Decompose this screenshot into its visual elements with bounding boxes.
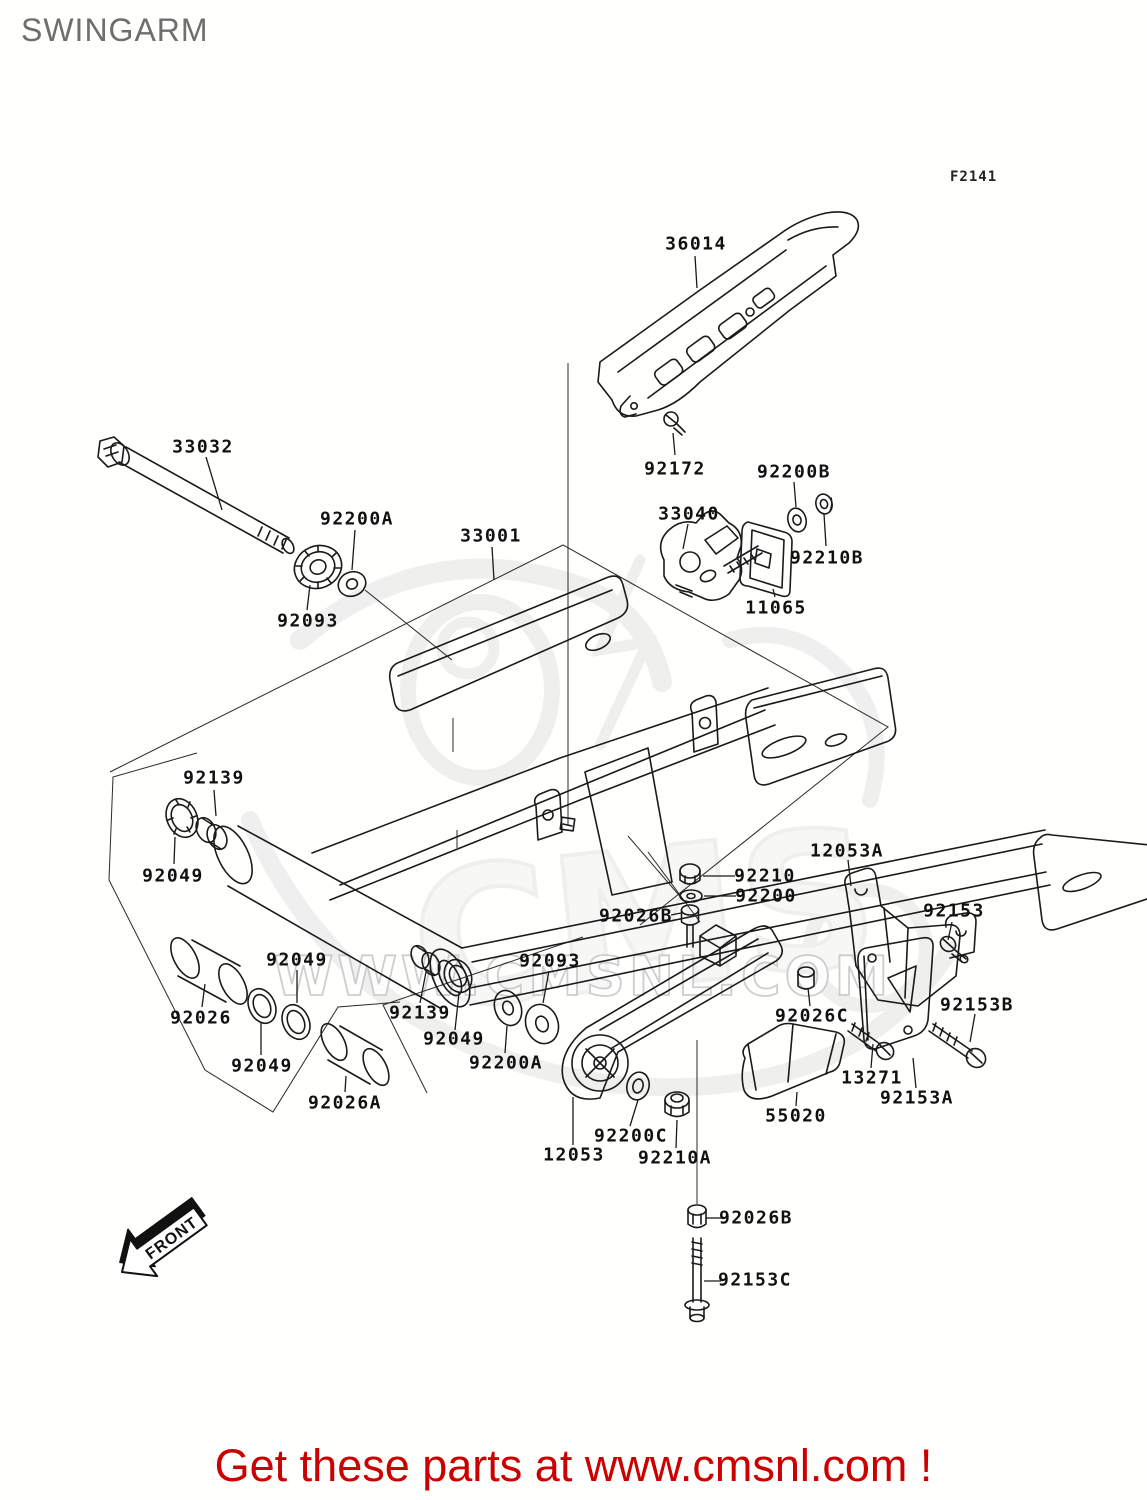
chain-guard-36014 [597, 211, 860, 418]
watermark-url-text: WWW.CMSNL.COM [274, 945, 892, 1008]
part-label[interactable]: 92026A [307, 1092, 383, 1114]
seal-92049-3 [281, 1003, 311, 1041]
part-label[interactable]: 33040 [658, 503, 720, 525]
washer-92200B [786, 507, 808, 533]
footer-promo-link[interactable]: Get these parts at www.cmsnl.com ! [214, 1440, 933, 1491]
part-label[interactable]: 33001 [460, 525, 522, 547]
part-label[interactable]: 13271 [841, 1067, 903, 1089]
chain-slider-12053 [561, 924, 784, 1100]
part-label[interactable]: 92049 [231, 1055, 293, 1077]
part-label[interactable]: 92210B [789, 547, 865, 569]
leader-lines [173, 255, 976, 1282]
spacer-92026C [797, 966, 815, 990]
part-label[interactable]: 11065 [745, 597, 807, 619]
nut-92210A [664, 1091, 690, 1118]
swingarm-33001 [213, 575, 1147, 1009]
chain-case-55020 [741, 1022, 846, 1100]
sleeve-92026 [170, 937, 248, 1005]
part-label[interactable]: 92210 [734, 865, 796, 887]
bracket-12053A [844, 867, 977, 1007]
part-label[interactable]: 92153 [923, 900, 985, 922]
bolt-92153A [847, 1022, 895, 1061]
seal-92049-2 [247, 987, 277, 1025]
washer-92200 [679, 889, 703, 903]
part-label[interactable]: 33032 [172, 436, 234, 458]
part-label[interactable]: 92210A [637, 1147, 713, 1169]
bushing-92139-1 [195, 816, 228, 851]
part-label[interactable]: 92049 [266, 949, 328, 971]
screw-92172 [663, 411, 686, 436]
washer-92200A-upper [337, 570, 367, 598]
seal-92093-upper [293, 544, 343, 590]
part-label[interactable]: 92200C [593, 1125, 669, 1147]
part-label[interactable]: 92026 [170, 1007, 232, 1029]
part-label[interactable]: 92139 [389, 1002, 451, 1024]
part-label[interactable]: 92200B [756, 461, 832, 483]
part-label[interactable]: 55020 [765, 1105, 827, 1127]
part-label[interactable]: 92093 [519, 950, 581, 972]
construction-lines [108, 363, 889, 1204]
seal-92049-4 [443, 958, 473, 994]
bolt-92153B [928, 1022, 987, 1069]
adjuster-plate-11065 [739, 521, 793, 598]
washer-92093-lower [524, 1003, 560, 1045]
part-label[interactable]: 36014 [665, 233, 727, 255]
part-label[interactable]: 92026C [774, 1005, 850, 1027]
washer-92200A-lower [493, 989, 523, 1027]
spacer-92026B-upper [680, 904, 700, 948]
part-label[interactable]: 92139 [183, 767, 245, 789]
part-label[interactable]: 92172 [644, 458, 706, 480]
part-label[interactable]: 92153A [879, 1087, 955, 1109]
part-label[interactable]: 92093 [277, 610, 339, 632]
nut-92210 [679, 863, 701, 885]
sleeve-92026A [320, 1022, 390, 1087]
figure-code: F2141 [950, 169, 998, 185]
part-label[interactable]: 92200 [735, 885, 797, 907]
pivot-shaft-33032 [97, 436, 295, 555]
nut-92210B [815, 493, 833, 515]
washer-92200C [626, 1071, 650, 1101]
part-label[interactable]: 92153C [717, 1269, 793, 1291]
seal-92049-1 [165, 797, 199, 839]
part-label[interactable]: 92026B [598, 905, 674, 927]
part-label[interactable]: 92049 [423, 1028, 485, 1050]
page-title: SWINGARM [21, 12, 209, 48]
bushing-92139-2 [410, 944, 441, 977]
part-label[interactable]: 92200A [319, 508, 395, 530]
chain-adjuster-33040 [659, 510, 763, 602]
bolt-92153C [684, 1237, 710, 1323]
part-label[interactable]: 12053 [543, 1144, 605, 1166]
part-label[interactable]: 92200A [468, 1052, 544, 1074]
bolt-92153 [939, 935, 969, 964]
part-label[interactable]: 92153B [939, 994, 1015, 1016]
part-label[interactable]: 12053A [809, 840, 885, 862]
disc-guard-13271 [857, 936, 934, 1050]
part-label[interactable]: 92049 [142, 865, 204, 887]
part-label[interactable]: 92026B [718, 1207, 794, 1229]
spacer-92026B-lower [687, 1204, 707, 1229]
